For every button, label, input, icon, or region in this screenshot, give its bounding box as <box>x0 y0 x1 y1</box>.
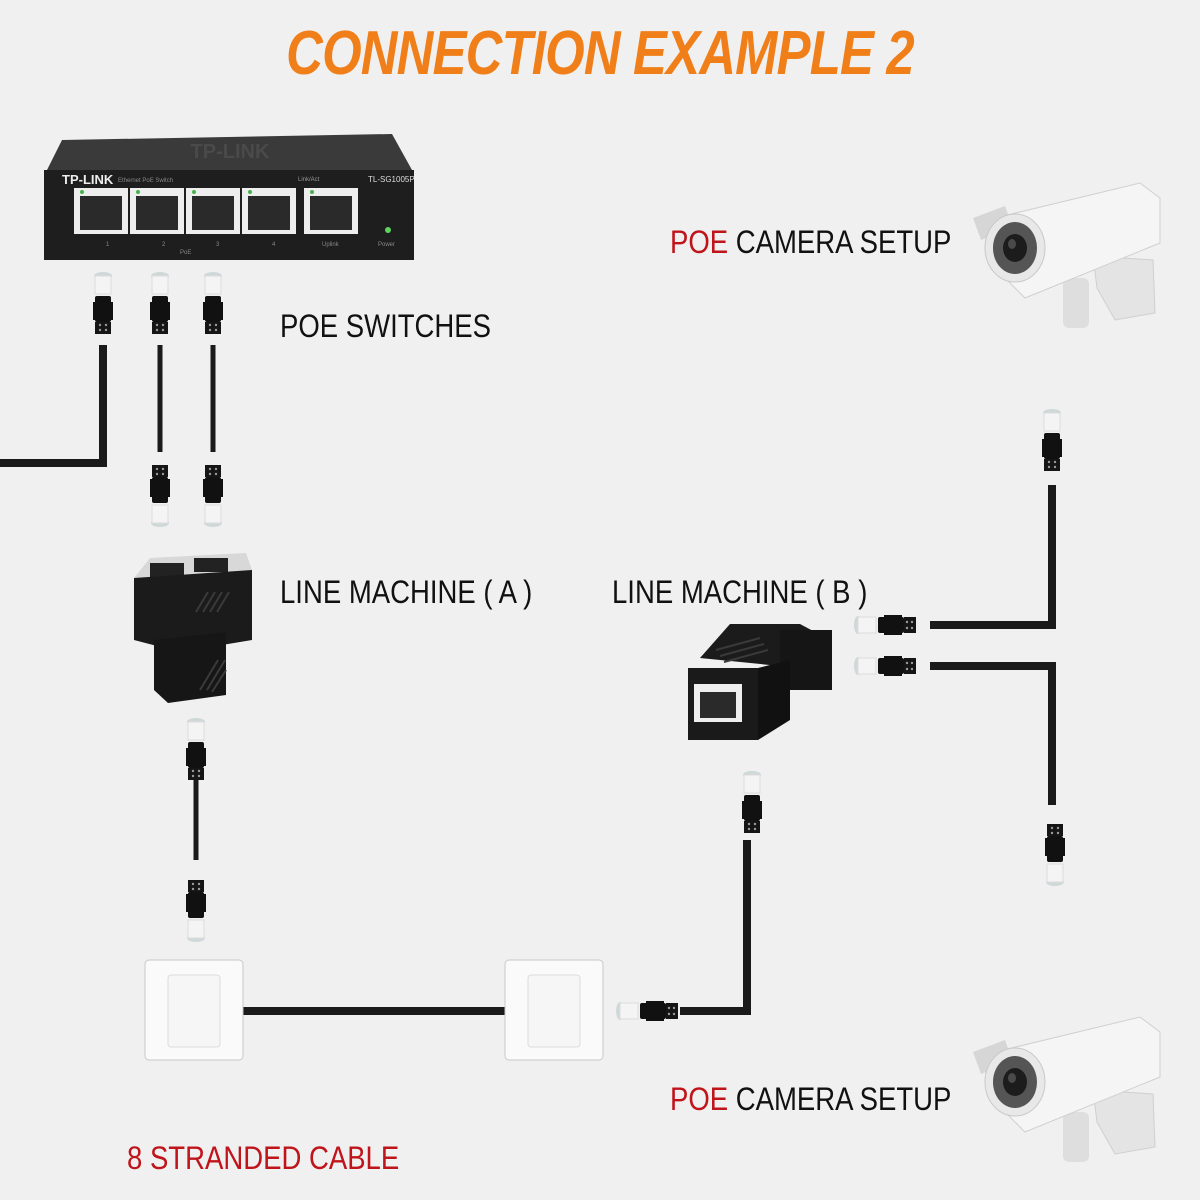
wall-socket-left-icon <box>144 959 244 1061</box>
switch-link-label: Link/Act <box>298 177 320 183</box>
camera-bottom-label: POE CAMERA SETUP <box>670 1081 951 1118</box>
cable-b-to-camera-top <box>930 485 1056 629</box>
port-2-label: 2 <box>162 242 166 248</box>
rj45-plug-icon <box>149 464 171 528</box>
camera-top-label-rest: CAMERA SETUP <box>728 224 952 260</box>
port-3-label: 3 <box>216 242 220 248</box>
camera-bottom-label-highlight: POE <box>670 1081 729 1117</box>
wall-socket-right-icon <box>504 959 604 1061</box>
cables <box>0 345 1056 1015</box>
power-label: Power <box>378 242 395 248</box>
rj45-plug-icon <box>185 717 207 781</box>
rj45-plug-icon <box>615 1000 679 1022</box>
cable-wall-to-b <box>680 840 751 1015</box>
uplink-label: Uplink <box>322 242 340 248</box>
rj45-plug-icon <box>853 655 917 677</box>
rj45-plug-icon <box>1041 408 1063 472</box>
poe-label: PoE <box>180 250 191 256</box>
switch-subtitle: Ethernet PoE Switch <box>118 178 173 184</box>
camera-top-label-highlight: POE <box>670 224 729 260</box>
rj45-plug-icon <box>202 464 224 528</box>
diagram-title: CONNECTION EXAMPLE 2 <box>286 19 914 88</box>
rj45-splitter-b-icon <box>688 624 832 740</box>
poe-switches-label: POE SWITCHES <box>280 308 492 344</box>
line-machine-b-label: LINE MACHINE ( B ) <box>612 574 868 610</box>
rj45-plug-icon <box>1044 823 1066 887</box>
rj45-plug-icon <box>741 770 763 834</box>
security-camera-bottom-icon <box>973 1016 1161 1162</box>
stranded-cable-label: 8 STRANDED CABLE <box>127 1140 400 1176</box>
switch-model: TL-SG1005P <box>368 175 415 184</box>
switch-top-panel <box>46 134 412 172</box>
port-4-label: 4 <box>272 242 276 248</box>
port-1-label: 1 <box>106 242 110 248</box>
rj45-plug-icon <box>92 271 114 335</box>
security-camera-top-icon <box>973 182 1161 328</box>
line-machine-a-label: LINE MACHINE ( A ) <box>280 574 533 610</box>
switch-ports <box>74 188 358 234</box>
rj45-splitter-a-icon <box>134 553 252 703</box>
poe-switch: TP-LINK TP-LINK Ethernet PoE Switch Link… <box>44 134 415 260</box>
camera-bottom-label-rest: CAMERA SETUP <box>728 1081 952 1117</box>
switch-brand: TP-LINK <box>62 172 114 187</box>
camera-top-label: POE CAMERA SETUP <box>670 224 951 261</box>
cable-b-to-camera-bottom <box>930 662 1056 805</box>
rj45-plug-icon <box>149 271 171 335</box>
rj45-plug-icon <box>853 614 917 636</box>
power-led <box>385 227 391 233</box>
rj45-plug-icon <box>202 271 224 335</box>
rj45-plug-icon <box>185 879 207 943</box>
cable-uplink <box>0 345 107 467</box>
switch-embossed-logo: TP-LINK <box>191 141 270 163</box>
